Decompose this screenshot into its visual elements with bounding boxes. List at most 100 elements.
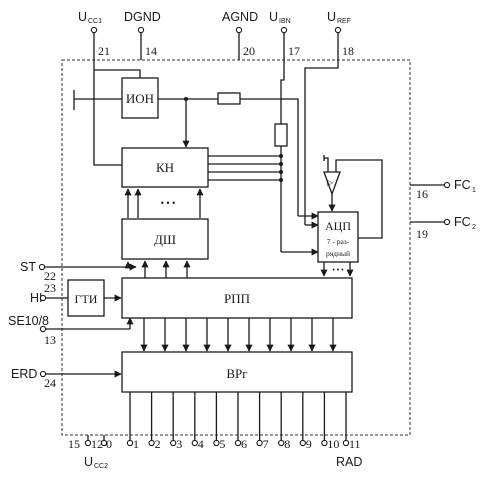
- resistor-vertical: [274, 123, 288, 147]
- dsh-box: [121, 218, 209, 260]
- ucc2-sub: CC2: [94, 463, 108, 470]
- pin-17-number: 17: [288, 44, 300, 58]
- rad-label: RAD: [336, 455, 362, 469]
- pin-22-number: 22: [44, 269, 56, 283]
- pin-st-label: ST: [20, 260, 36, 274]
- vrg-label: ВРг: [226, 366, 247, 381]
- pin-agnd[interactable]: AGND 20: [222, 10, 258, 60]
- pin-0-number: 0: [106, 437, 112, 451]
- bottom-pins: 15 12 0 U CC2: [68, 435, 112, 470]
- pin-uibn[interactable]: U IBN 17: [269, 10, 300, 60]
- pin-12-number: 12: [91, 437, 103, 451]
- pin-agnd-label: AGND: [222, 10, 258, 24]
- ion-block: ИОН: [73, 77, 159, 119]
- vrg-output-terminal: [126, 439, 134, 447]
- comparator: ▷: [323, 155, 383, 239]
- pin-hi-label: HI: [30, 291, 43, 305]
- chip-outline: [61, 59, 411, 436]
- vrg-output-number: 9: [306, 437, 312, 451]
- dsh-label: ДШ: [154, 232, 176, 247]
- vrg-output-terminal: [256, 439, 263, 447]
- vrg-output-terminal: [191, 439, 198, 447]
- gti-label: ГТИ: [75, 292, 98, 306]
- pin-se10-8-label: SE10/8: [8, 314, 49, 328]
- ion-label: ИОН: [126, 91, 154, 106]
- vrg-output-pin[interactable]: 1: [126, 392, 139, 451]
- pin-19-number: 19: [416, 227, 428, 241]
- vrg-output-terminal: [234, 439, 242, 447]
- vrg-output-pin[interactable]: 6: [234, 392, 247, 451]
- kn-block: КН: [121, 147, 209, 188]
- vrg-output-terminal: [213, 439, 220, 447]
- vrg-output-number: 5: [219, 437, 225, 451]
- vrg-output-pin[interactable]: 5: [213, 392, 226, 451]
- ucc2-label: U: [84, 455, 93, 469]
- comparator-triangle: [323, 171, 341, 196]
- pin-hi[interactable]: HI 23: [30, 281, 68, 305]
- resistor-horizontal: [217, 92, 241, 105]
- kn-ellipsis: • • •: [161, 198, 175, 208]
- pin-uref-label: U: [327, 10, 336, 24]
- vrg-output-terminal: [170, 439, 177, 447]
- vrg-output-number: 4: [198, 437, 204, 451]
- pin-erd-label: ERD: [11, 367, 37, 381]
- pin-st[interactable]: ST 22: [20, 260, 128, 283]
- vrg-block: ВРг: [121, 351, 353, 393]
- pin-15-number: 15: [68, 437, 80, 451]
- vrg-output-pin[interactable]: 7: [256, 392, 269, 451]
- pin-fc1-sub: 1: [472, 187, 476, 194]
- pin-ucc1-label: U: [78, 10, 87, 24]
- vrg-output-pin[interactable]: 9: [299, 392, 312, 451]
- vrg-box: [121, 351, 353, 393]
- pin-dgnd-label: DGND: [124, 10, 161, 24]
- pin-24-number: 24: [44, 376, 56, 390]
- pin-se10-8[interactable]: SE10/8 13: [8, 314, 130, 347]
- comparator-symbol: ▷: [327, 178, 334, 187]
- vrg-output-number: 3: [176, 437, 182, 451]
- vrg-output-number: 11: [349, 437, 361, 451]
- pin-uibn-sub: IBN: [279, 18, 291, 25]
- vrg-output-pin[interactable]: 8: [278, 392, 291, 451]
- ion-box: [121, 77, 159, 119]
- pin-dgnd[interactable]: DGND 14: [124, 10, 161, 60]
- pin-fc2[interactable]: FC 2 19: [410, 215, 476, 241]
- vrg-output-pin[interactable]: 10: [321, 392, 340, 451]
- vrg-output-number: 7: [263, 437, 269, 451]
- pin-fc1[interactable]: FC 1 16: [410, 178, 476, 201]
- vrg-output-pin[interactable]: 4: [191, 392, 204, 451]
- pin-uibn-label: U: [269, 10, 278, 24]
- adc-title: АЦП: [325, 219, 351, 233]
- rpp-to-vrg-bus: [140, 318, 337, 352]
- pin-erd[interactable]: ERD 24: [11, 367, 122, 390]
- pin-23-number: 23: [44, 281, 56, 295]
- vrg-output-pin[interactable]: 11: [342, 392, 361, 451]
- adc-box: [317, 211, 359, 263]
- vrg-output-terminal: [299, 439, 306, 447]
- rpp-label: РПП: [224, 291, 250, 306]
- kn-box: [121, 147, 209, 188]
- pin-ucc1[interactable]: U CC1 21: [78, 10, 110, 60]
- pin-fc1-label: FC: [454, 178, 471, 192]
- pin-uref-sub: REF: [337, 18, 351, 25]
- adc-line2: рядный: [326, 249, 350, 258]
- pin-uref[interactable]: U REF 18: [327, 10, 354, 60]
- pin-18-number: 18: [342, 44, 354, 58]
- pin-21-number: 21: [98, 44, 110, 58]
- pin-fc2-sub: 2: [472, 224, 476, 231]
- pin-20-number: 20: [243, 44, 255, 58]
- pin-16-number: 16: [416, 187, 428, 201]
- pin-ucc1-sub: CC1: [88, 18, 102, 25]
- adc-block: АЦП 7 - раз- рядный: [317, 211, 359, 263]
- gti-block: ГТИ: [67, 279, 105, 317]
- adc-line1: 7 - раз-: [327, 237, 350, 246]
- vrg-output-number: 2: [155, 437, 161, 451]
- dsh-block: ДШ: [121, 218, 209, 260]
- pin-14-number: 14: [145, 44, 157, 58]
- pin-13-number: 13: [44, 333, 56, 347]
- vrg-output-number: 6: [241, 437, 247, 451]
- vrg-output-pin[interactable]: 2: [148, 392, 161, 451]
- vrg-output-pin[interactable]: 3: [170, 392, 183, 451]
- pin-fc2-label: FC: [454, 215, 471, 229]
